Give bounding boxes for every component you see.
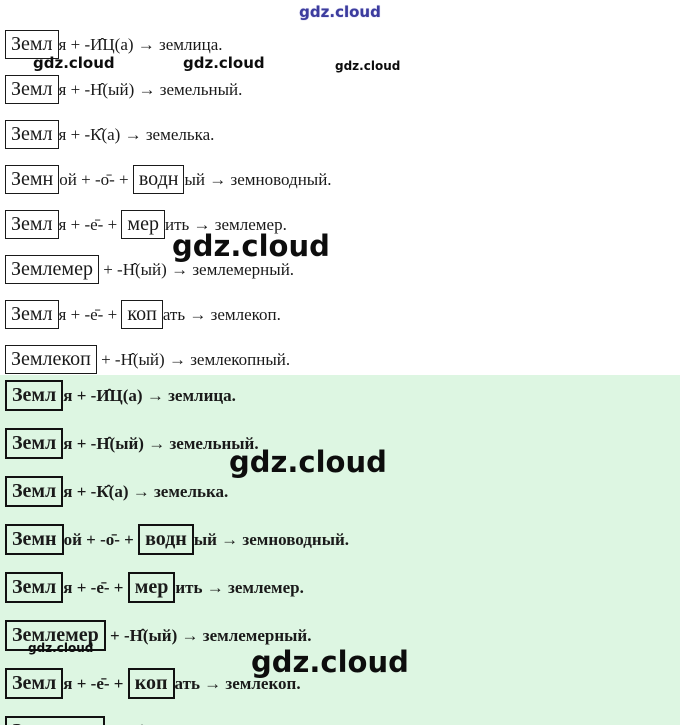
boxed-morpheme: Земл [5,300,59,329]
boxed-morpheme: коп [121,300,163,329]
boxed-morpheme: Земл [5,428,64,459]
formula-text: я + -е̄- + [63,674,128,693]
formula-text: я + -е̄- + [58,215,122,234]
formula-text: ить → землемер. [164,215,287,234]
formula-text: ой + -о̄- + [63,530,139,549]
word-formation-row: Землемер + -Н̂(ый) → землемерный. [5,620,680,651]
boxed-morpheme: Землекоп [5,716,105,725]
boxed-morpheme: Земл [5,476,64,507]
formula-text: ать → землекоп. [174,674,301,693]
boxed-morpheme: Земл [5,668,64,699]
boxed-morpheme: Землемер [5,620,106,651]
formula-text: я + -Н̂(ый) → земельный. [63,434,259,453]
boxed-morpheme: Земл [5,75,59,104]
formula-text: ить → землемер. [175,578,304,597]
boxed-morpheme: мер [121,210,165,239]
formula-text: ой + -о̄- + [59,170,133,189]
boxed-morpheme: коп [127,668,175,699]
formula-text: ый → земноводный. [193,530,350,549]
formula-text: + -Н̂(ый) → землемерный. [105,626,312,645]
boxed-morpheme: мер [127,572,176,603]
formula-text: я + -К̂(а) → земелька. [58,125,215,144]
formula-text: + -Н̂(ый) → землекопный. [96,350,291,369]
formula-text: я + -Н̂(ый) → земельный. [58,80,243,99]
formula-text: ать → землекоп. [162,305,281,324]
formula-text: я + -е̄- + [58,305,122,324]
boxed-morpheme: Землемер [5,255,99,284]
boxed-morpheme: Землекоп [5,345,97,374]
boxed-morpheme: водн [138,524,194,555]
boxed-morpheme: Земл [5,210,59,239]
boxed-morpheme: Земл [5,30,59,59]
word-formation-row: Землемер + -Н̂(ый) → землемерный. [5,255,680,284]
formula-text: я + -е̄- + [63,578,128,597]
formula-text: + -Н̂(ый) → землемерный. [98,260,295,279]
formula-text: я + -К̂(а) → земелька. [63,482,229,501]
formula-text: + -Н̂(ый) → землекопный. [105,722,310,725]
boxed-morpheme: Земл [5,380,64,411]
boxed-morpheme: Земн [5,524,64,555]
boxed-morpheme: Земл [5,572,64,603]
formula-text: ый → земноводный. [184,170,332,189]
boxed-morpheme: Земл [5,120,59,149]
formula-text: я + -И̂Ц(а) → землица. [63,386,236,405]
word-formation-row: Землекоп + -Н̂(ый) → землекопный. [5,716,680,725]
boxed-morpheme: Земн [5,165,60,194]
word-formation-row: Землекоп + -Н̂(ый) → землекопный. [5,345,680,374]
boxed-morpheme: водн [132,165,185,194]
formula-text: я + -И̂Ц(а) → землица. [58,35,223,54]
